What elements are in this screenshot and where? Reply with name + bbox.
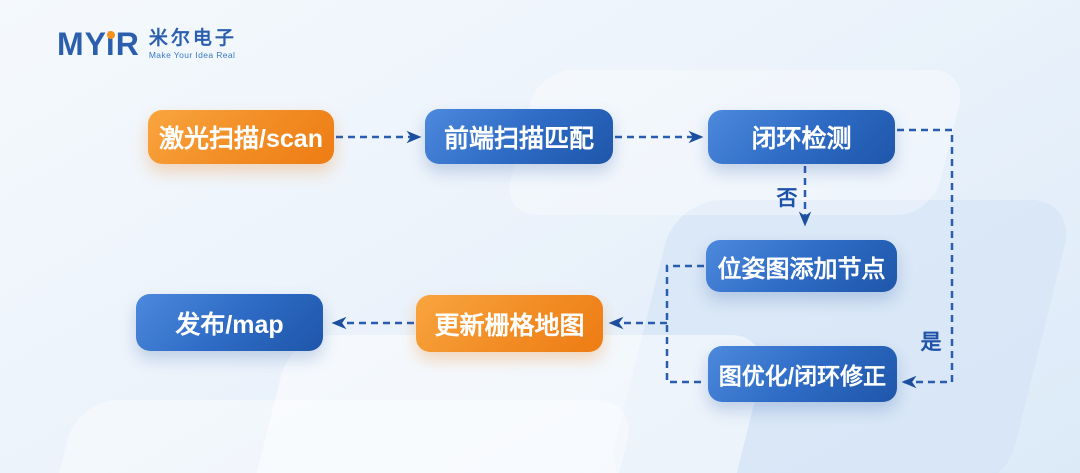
logo-wordmark-wrap: MYiR [57, 28, 140, 60]
edge-label-yes: 是 [920, 331, 942, 354]
logo-i-dot [107, 31, 115, 39]
flow-node-loop-detect: 闭环检测 [708, 110, 895, 164]
flow-node-graph-optimize: 图优化/闭环修正 [708, 346, 897, 402]
logo-wordmark: MYiR [57, 26, 140, 62]
logo-cn-name: 米尔电子 [148, 27, 237, 49]
flow-node-update-grid-map: 更新栅格地图 [416, 295, 603, 352]
myir-logo: MYiR 米尔电子 Make Your Idea Real [57, 28, 237, 60]
flow-node-laser-scan: 激光扫描/scan [148, 110, 334, 164]
flow-node-pose-graph-add: 位姿图添加节点 [706, 240, 897, 292]
edge-label-no: 否 [776, 187, 798, 210]
flow-node-front-end-match: 前端扫描匹配 [425, 109, 613, 164]
logo-text-block: 米尔电子 Make Your Idea Real [149, 29, 237, 60]
connector-loopdetect-yes-to-graphopt [897, 128, 954, 389]
logo-tagline: Make Your Idea Real [148, 49, 236, 60]
flow-node-publish-map: 发布/map [136, 294, 323, 351]
connector-posegraph-graphopt-merge [665, 264, 704, 384]
